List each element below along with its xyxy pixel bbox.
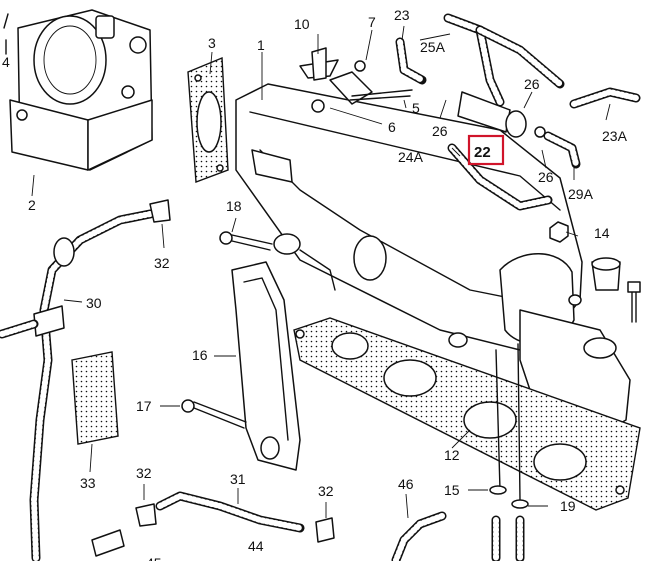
callout-14: 14	[594, 225, 610, 241]
callout-12: 12	[444, 447, 460, 463]
gasket-12	[293, 317, 641, 511]
sleeve-33	[71, 351, 119, 445]
bolt-18	[219, 231, 273, 251]
callout-44: 44	[248, 538, 264, 554]
callout-2: 2	[28, 197, 36, 213]
hose-29a	[543, 131, 581, 169]
callout-5: 5	[412, 100, 420, 116]
callout-6: 6	[388, 119, 396, 135]
callout-31: 31	[230, 471, 246, 487]
callout-26-a: 26	[432, 123, 448, 139]
callout-7: 7	[368, 14, 376, 30]
callout-26-b: 26	[524, 76, 540, 92]
bracket-5-6	[311, 60, 413, 113]
bracket-16	[231, 261, 301, 471]
studs-15-19	[489, 343, 529, 561]
hose-23	[395, 37, 427, 85]
gasket-3	[187, 56, 229, 183]
callout-32-a: 32	[154, 255, 170, 271]
intake-manifold	[235, 83, 631, 441]
callout-23: 23	[394, 7, 410, 23]
callout-32-b: 32	[136, 465, 152, 481]
callout-3: 3	[208, 35, 216, 51]
throttle-body	[3, 9, 153, 171]
callout-1: 1	[257, 37, 265, 53]
callout-29a: 29A	[568, 186, 594, 202]
callout-17: 17	[136, 398, 152, 414]
hose-46	[391, 511, 447, 561]
cap-and-bolt	[591, 257, 641, 323]
clamps-32	[91, 199, 335, 557]
callout-32-c: 32	[318, 483, 334, 499]
callout-10: 10	[294, 16, 310, 32]
callout-18: 18	[226, 198, 242, 214]
hose-31	[155, 491, 305, 533]
callout-25a: 25A	[420, 39, 446, 55]
callout-26-c: 26	[538, 169, 554, 185]
leader-lines	[31, 25, 611, 519]
hose-24a	[447, 143, 553, 211]
nut-14	[549, 221, 569, 243]
callout-24a: 24A	[398, 149, 424, 165]
callout-labels: 1 2 3 4 5 6 7 10 12 14 15 16 17 18 19 22…	[2, 7, 628, 561]
hose-23a	[569, 87, 641, 109]
bolt-17	[181, 399, 247, 429]
hose-25a	[443, 13, 565, 107]
callout-4: 4	[2, 54, 10, 70]
callout-23a: 23A	[602, 128, 628, 144]
highlight-box-22	[467, 134, 505, 166]
hose-30	[0, 209, 155, 561]
callout-33: 33	[80, 475, 96, 491]
valve-22	[457, 91, 546, 138]
callout-30: 30	[86, 295, 102, 311]
callout-15: 15	[444, 482, 460, 498]
sensor-10	[299, 47, 339, 81]
callout-19: 19	[560, 498, 576, 514]
callout-16: 16	[192, 347, 208, 363]
callout-46: 46	[398, 476, 414, 492]
callout-45: 45	[146, 555, 162, 561]
callout-22: 22	[474, 144, 491, 161]
